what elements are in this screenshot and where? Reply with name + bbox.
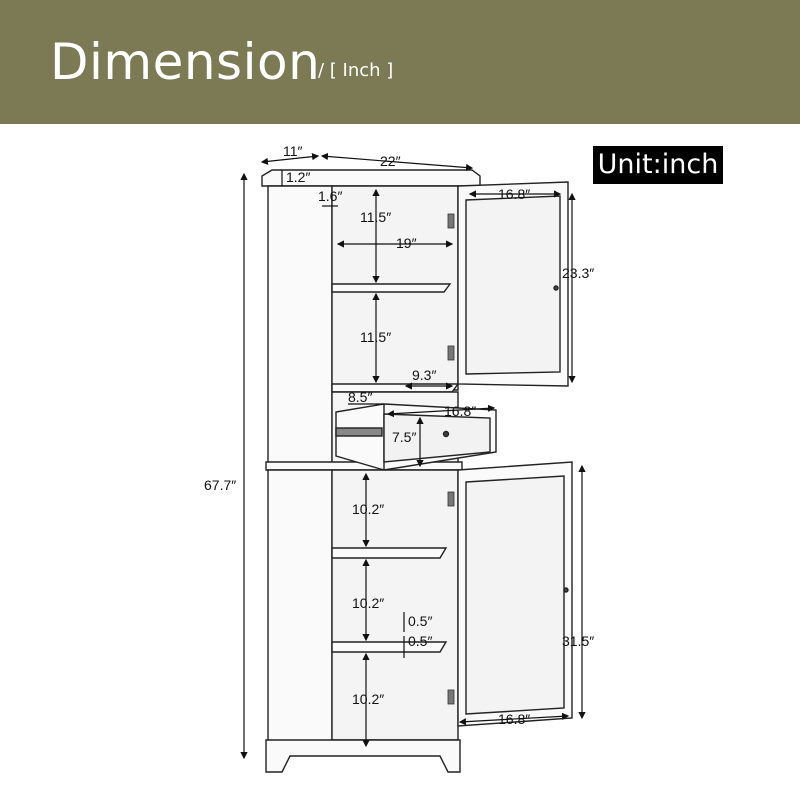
label-drawer-width: 16.8″ [444, 403, 476, 419]
label-lower-door-width: 16.8″ [498, 711, 530, 727]
cabinet-body [261, 169, 481, 773]
lower-interior [331, 469, 459, 741]
dimension-lines [240, 152, 586, 760]
lower-side-panel [267, 469, 333, 747]
label-width: 22″ [380, 153, 401, 169]
dimension-labels: 11″ 22″ 1.2″ 1.6″ 11.5″ 19″ 16.8″ 23.3″ … [204, 143, 594, 727]
lower-shelf-1 [331, 547, 448, 559]
drawer [335, 403, 497, 471]
cabinet-top [261, 169, 481, 187]
cabinet-drawing: 11″ 22″ 1.2″ 1.6″ 11.5″ 19″ 16.8″ 23.3″ … [204, 143, 594, 773]
upper-shelf-1 [331, 283, 452, 293]
page-title: Dimension [50, 33, 321, 91]
unit-badge: Unit:inch [593, 146, 723, 184]
label-top-thickness: 1.2″ [286, 169, 310, 185]
header-banner: Dimension / [ Inch ] [0, 0, 800, 124]
label-side-thickness: 1.6″ [318, 188, 342, 204]
lower-shelf-2 [331, 641, 448, 653]
label-drawer-height: 7.5″ [392, 429, 416, 445]
label-overall-height: 67.7″ [204, 477, 236, 493]
lower-door [457, 461, 573, 727]
label-lower-door-height: 31.5″ [562, 633, 594, 649]
cabinet-base [265, 739, 461, 773]
label-top-shelf-height: 11.5″ [360, 209, 391, 225]
label-shelf-thickness-a: 0.5″ [408, 613, 432, 629]
label-lower-shelf2-height: 10.2″ [352, 595, 384, 611]
label-upper-door-height: 23.3″ [562, 265, 594, 281]
label-lower-shelf3-height: 10.2″ [352, 691, 384, 707]
label-inner-width: 19″ [396, 235, 417, 251]
label-mid-shelf-height: 11.5″ [360, 329, 391, 345]
label-upper-door-width: 16.8″ [498, 186, 530, 202]
label-drawer-inner-depth: 9.3″ [412, 367, 436, 383]
upper-side-panel [267, 185, 333, 467]
upper-door [457, 181, 569, 387]
label-shelf-thickness-b: 0.5″ [408, 633, 432, 649]
label-depth: 11″ [283, 143, 303, 159]
label-lower-shelf1-height: 10.2″ [352, 501, 384, 517]
label-drawer-depth: 8.5″ [348, 389, 372, 405]
page-subtitle: / [ Inch ] [318, 60, 394, 81]
hinges [447, 213, 455, 705]
